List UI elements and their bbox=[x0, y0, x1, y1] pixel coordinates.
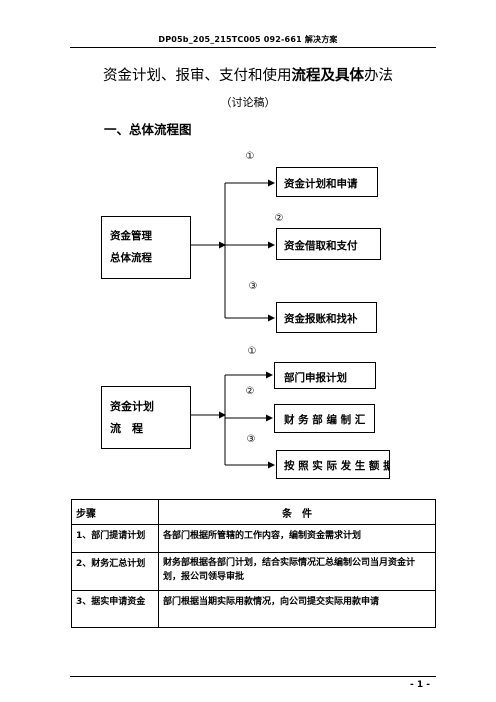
table-cell-step: 1、部门提请计划 bbox=[71, 524, 159, 553]
table-row: 1、部门提请计划 各部门根据所管辖的工作内容，编制资金需求计划 bbox=[71, 524, 436, 553]
title-normal: 资金计划、报审、支付和使用 bbox=[103, 68, 292, 84]
footer-rule bbox=[70, 676, 436, 677]
table-row: 2、财务汇总计划 财务部根据各部门计划，结合实际情况汇总编制公司当月资金计划，报… bbox=[71, 552, 436, 591]
flow1-source-box: 资金管理 总体流程 bbox=[101, 216, 191, 279]
page-header: DP05b_205_215TC005 092-661 解决方案 bbox=[158, 35, 338, 44]
flow1-source-line-2: 总体流程 bbox=[110, 252, 152, 264]
flow1-target-label-3: 资金报账和找补 bbox=[284, 313, 358, 325]
flow2-target-box-1: 部门申报计划 bbox=[274, 362, 376, 389]
table-cell-step: 2、财务汇总计划 bbox=[71, 552, 159, 591]
flow2-source-line-1: 资金计划 bbox=[110, 400, 154, 413]
table-cell-condition: 财务部根据各部门计划，结合实际情况汇总编制公司当月资金计划，报公司领导审批 bbox=[158, 552, 436, 591]
table-header-condition: 条 件 bbox=[158, 499, 436, 525]
flow1-step-number-1: ① bbox=[245, 151, 255, 162]
flow1-target-box-2: 资金借取和支付 bbox=[276, 228, 381, 260]
page-number: - 1 - bbox=[410, 680, 430, 690]
header-rule bbox=[70, 47, 436, 48]
flow2-step-number-2: ② bbox=[245, 386, 255, 397]
title-bold: 流程及具体 bbox=[291, 68, 365, 84]
flow2-source-box: 资金计划 流 程 bbox=[101, 386, 191, 449]
flow2-target-label-1: 部门申报计划 bbox=[284, 372, 347, 384]
flow2-step-number-1: ① bbox=[247, 346, 257, 357]
flow2-target-box-3: 按 照 实 际 发 生 额 据 bbox=[276, 450, 390, 479]
document-title: 资金计划、报审、支付和使用流程及具体办法 bbox=[0, 64, 496, 85]
flow2-target-label-2: 财 务 部 编 制 汇 bbox=[284, 414, 366, 426]
document-subtitle: （讨论稿） bbox=[220, 96, 276, 109]
table-row: 3、据实申请资金 部门根据当期实际用款情况，向公司提交实际用款申请 bbox=[71, 590, 436, 628]
flow1-target-label-2: 资金借取和支付 bbox=[284, 240, 358, 252]
flow1-step-number-2: ② bbox=[274, 213, 284, 224]
flow2-target-label-3: 按 照 实 际 发 生 额 据 bbox=[284, 460, 390, 472]
steps-table: 步骤 条 件 1、部门提请计划 各部门根据所管辖的工作内容，编制资金需求计划 2… bbox=[71, 499, 436, 628]
table-cell-step: 3、据实申请资金 bbox=[71, 590, 159, 628]
table-header-row: 步骤 条 件 bbox=[71, 499, 436, 525]
table-cell-condition: 部门根据当期实际用款情况，向公司提交实际用款申请 bbox=[158, 590, 436, 628]
flow1-step-number-3: ③ bbox=[248, 281, 258, 292]
flow1-target-label-1: 资金计划和申请 bbox=[284, 178, 358, 190]
flow2-step-number-3: ③ bbox=[246, 434, 256, 445]
flow1-target-box-1: 资金计划和申请 bbox=[276, 167, 378, 197]
flow2-source-line-2: 流 程 bbox=[110, 422, 143, 435]
table-header-step: 步骤 bbox=[71, 499, 159, 525]
table-cell-condition: 各部门根据所管辖的工作内容，编制资金需求计划 bbox=[158, 524, 436, 553]
flow1-target-box-3: 资金报账和找补 bbox=[276, 302, 377, 333]
section-heading: 一、总体流程图 bbox=[104, 122, 192, 137]
title-tail: 办法 bbox=[364, 68, 393, 84]
flow1-source-line-1: 资金管理 bbox=[110, 230, 152, 242]
flow2-target-box-2: 财 务 部 编 制 汇 bbox=[274, 404, 375, 433]
